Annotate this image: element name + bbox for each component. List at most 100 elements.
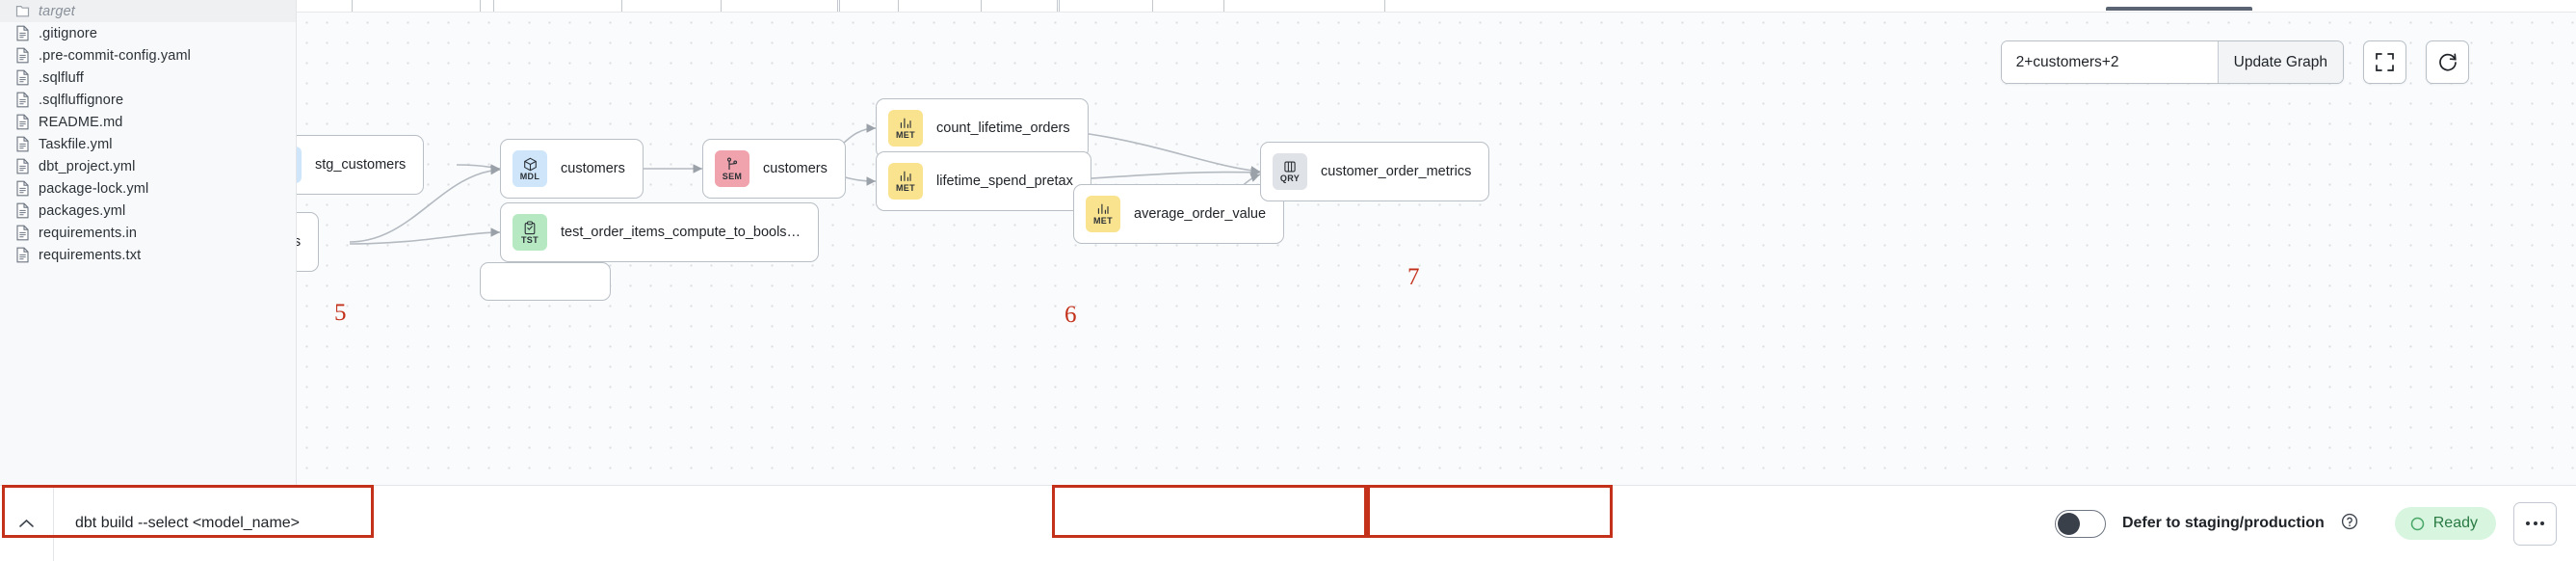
file-tree-item-label: packages.yml [39,202,126,219]
file-icon [15,25,30,41]
editor-tab-stub[interactable] [981,0,1058,12]
file-tree-item[interactable]: requirements.txt [0,244,296,266]
met-badge-icon: MET [888,163,923,200]
file-tree-item-label: target [39,3,75,19]
sem-badge-icon: SEM [715,150,749,187]
file-icon [15,47,30,64]
dbt-command-input[interactable] [75,515,326,532]
graph-node[interactable]: MET count_lifetime_orders [876,98,1089,158]
file-tree-item-label: package-lock.yml [39,180,149,197]
file-tree-item-label: Taskfile.yml [39,136,113,152]
node-type-label: MDL [519,171,540,181]
editor-tab-stub[interactable] [352,0,481,12]
qry-badge-icon: QRY [1273,153,1307,190]
status-circle-icon [2410,517,2424,530]
file-tree-item[interactable]: Taskfile.yml [0,133,296,155]
met-badge-icon: MET [1086,196,1120,232]
graph-node-label: test_order_items_compute_to_bools… [561,225,802,240]
graph-node-label: lifetime_spend_pretax [936,174,1073,189]
file-tree-item[interactable]: .sqlfluff [0,67,296,89]
file-tree-item-label: requirements.in [39,225,138,241]
graph-node-label: count_lifetime_orders [936,120,1070,136]
editor-tab-stub[interactable] [839,0,899,12]
file-tree-item[interactable]: README.md [0,111,296,133]
graph-node[interactable]: MDLorders [297,212,320,272]
graph-node-label: customer_order_metrics [1321,164,1472,179]
file-tree-item-label: .gitignore [39,25,98,41]
graph-toolbar: Update Graph [2000,40,2469,84]
folder-icon [15,3,30,19]
graph-node-label: customers [561,161,625,176]
node-type-label: MET [895,130,916,140]
graph-node-partial[interactable] [480,262,611,301]
node-type-label: MET [895,183,916,193]
file-icon [15,202,30,219]
file-icon [15,180,30,197]
editor-tab-stub[interactable] [1059,0,1153,12]
graph-search-group: Update Graph [2000,40,2344,84]
bottom-status-bar: Defer to staging/production Ready [0,485,2576,561]
file-tree-item-label: .pre-commit-config.yaml [39,47,192,64]
defer-toggle-group: Defer to staging/production [2047,486,2379,561]
graph-node-label: customers [763,161,828,176]
file-tree-item[interactable]: .gitignore [0,22,296,44]
graph-node[interactable]: MDL stg_customers [297,135,425,195]
status-bar-right-group: Defer to staging/production Ready [2047,486,2576,561]
file-tree-item-label: requirements.txt [39,247,142,263]
met-badge-icon: MET [888,110,923,147]
graph-node[interactable]: QRY customer_order_metrics [1260,142,1490,201]
file-tree-item[interactable]: .pre-commit-config.yaml [0,44,296,67]
mdl-badge-icon: MDL [513,150,547,187]
update-graph-button[interactable]: Update Graph [2217,41,2343,83]
file-tree-item-label: .sqlfluff [39,69,84,86]
node-type-label: MET [1092,216,1114,226]
file-tree: target .gitignore .pre-commit-config.yaml.… [0,0,296,266]
graph-selector-input[interactable] [2001,41,2218,83]
fullscreen-icon[interactable] [2363,40,2406,84]
lineage-graph-panel: MDL stg_customersMDLorders MDL customersTST… [297,0,2576,485]
file-icon [15,247,30,263]
file-tree-item[interactable]: .sqlfluffignore [0,89,296,111]
file-icon [15,69,30,86]
more-horizontal-icon[interactable] [2513,501,2557,546]
graph-node-label: average_order_value [1134,206,1267,222]
refresh-icon[interactable] [2426,40,2469,84]
file-icon [15,114,30,130]
file-icon [15,92,30,108]
defer-toggle[interactable] [2054,509,2106,538]
file-tree-item[interactable]: requirements.in [0,222,296,244]
graph-canvas-background[interactable] [297,13,2576,485]
defer-label: Defer to staging/production [2121,515,2325,531]
file-tree-item-label: README.md [39,114,123,130]
file-icon [15,158,30,174]
mdl-badge-icon: MDL [297,147,302,183]
node-type-label: QRY [1279,174,1301,183]
chevron-up-icon[interactable] [0,486,54,561]
active-tab-indicator [2106,7,2252,11]
graph-node-label: orders [297,234,302,250]
file-tree-item[interactable]: package-lock.yml [0,177,296,200]
help-circle-icon[interactable] [2341,513,2358,535]
graph-node[interactable]: TST test_order_items_compute_to_bools… [500,202,820,262]
editor-tab-stub[interactable] [1223,0,1385,12]
status-badge[interactable]: Ready [2394,507,2496,540]
editor-tab-stub[interactable] [721,0,838,12]
graph-node[interactable]: MDL customers [500,139,644,199]
file-icon [15,225,30,241]
editor-tab-stub[interactable] [493,0,622,12]
graph-node[interactable]: MET lifetime_spend_pretax [876,151,1091,211]
graph-node[interactable]: SEM customers [702,139,846,199]
toggle-knob [2057,512,2080,535]
file-tree-item[interactable]: target [0,0,296,22]
file-explorer-sidebar: target .gitignore .pre-commit-config.yaml.… [0,0,297,485]
graph-node-label: stg_customers [315,157,407,173]
file-tree-item[interactable]: dbt_project.yml [0,155,296,177]
file-tree-item[interactable]: packages.yml [0,200,296,222]
file-tree-item-label: .sqlfluffignore [39,92,124,108]
tst-badge-icon: TST [513,214,547,251]
graph-node[interactable]: MET average_order_value [1073,184,1285,244]
node-type-label: TST [520,234,539,245]
node-type-label: SEM [722,171,743,181]
status-badge-label: Ready [2432,515,2478,531]
